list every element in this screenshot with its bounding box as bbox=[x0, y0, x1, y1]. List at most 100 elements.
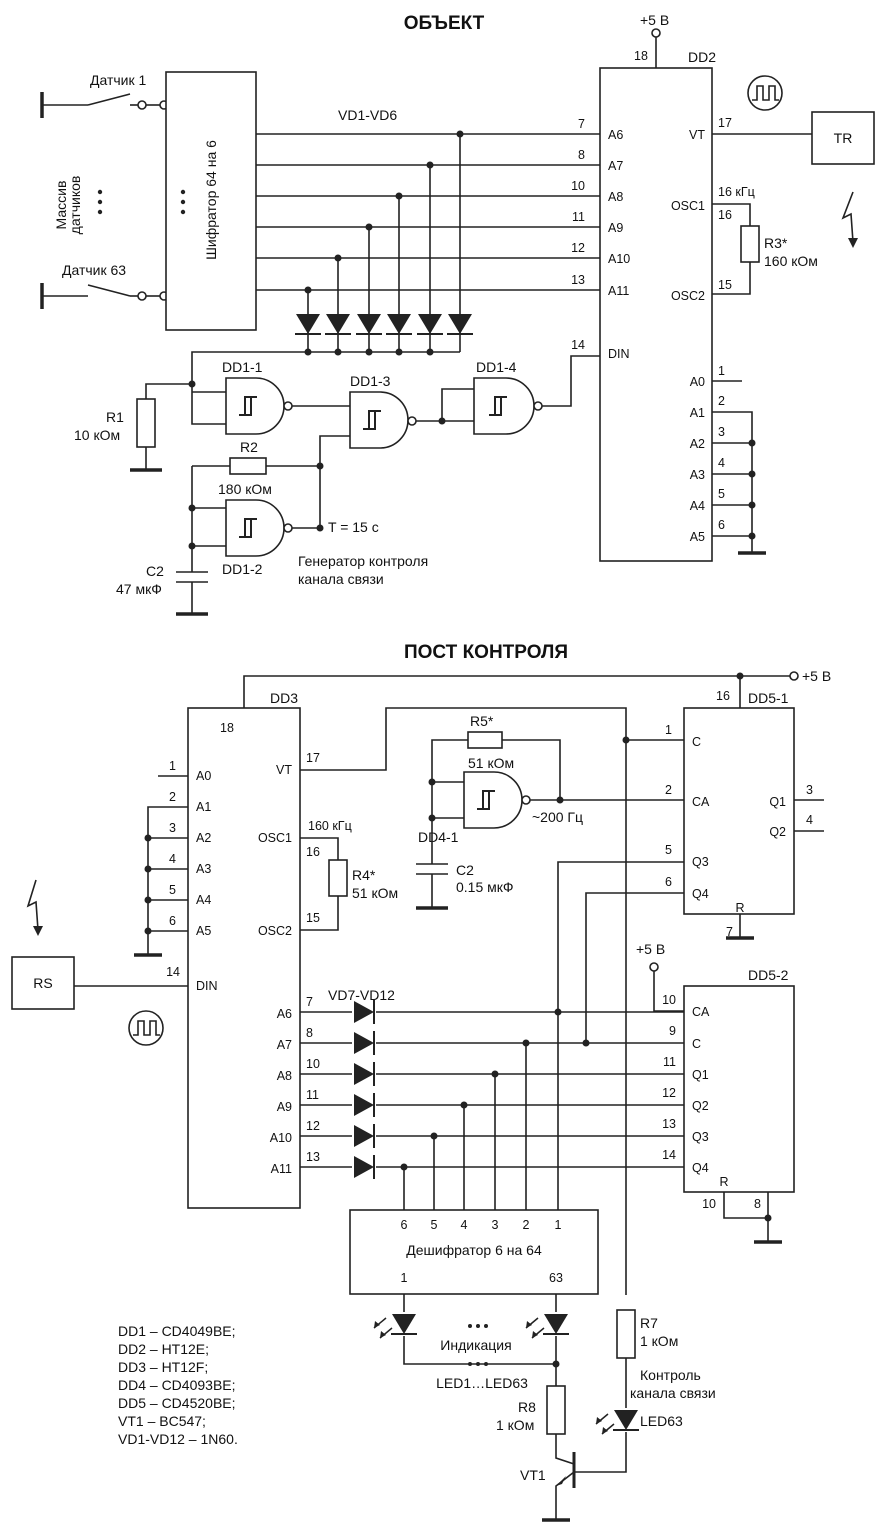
svg-text:1: 1 bbox=[555, 1218, 562, 1232]
svg-text:OSC1: OSC1 bbox=[671, 199, 705, 213]
svg-text:DD1 – CD4049BE;: DD1 – CD4049BE; bbox=[118, 1323, 236, 1339]
svg-text:14: 14 bbox=[662, 1148, 676, 1162]
svg-text:5: 5 bbox=[718, 487, 725, 501]
svg-text:A10: A10 bbox=[270, 1131, 292, 1145]
svg-text:A11: A11 bbox=[608, 284, 629, 298]
c2-name: C2 bbox=[146, 563, 164, 579]
svg-text:2: 2 bbox=[523, 1218, 530, 1232]
array-ellipsis bbox=[97, 189, 103, 215]
svg-text:Q2: Q2 bbox=[692, 1099, 709, 1113]
r7-resistor bbox=[616, 1309, 636, 1359]
gen-label-1: Генератор контроля bbox=[298, 553, 428, 569]
rs-label: RS bbox=[33, 975, 52, 991]
svg-text:A11: A11 bbox=[271, 1162, 292, 1176]
r7-value: 1 кОм bbox=[640, 1333, 678, 1349]
svg-text:Q2: Q2 bbox=[769, 825, 786, 839]
decoder-inputs: 6 5 4 3 2 1 bbox=[401, 1218, 562, 1232]
svg-text:DD3 – HT12F;: DD3 – HT12F; bbox=[118, 1359, 208, 1375]
svg-text:17: 17 bbox=[306, 751, 320, 765]
svg-text:1: 1 bbox=[665, 723, 672, 737]
svg-text:9: 9 bbox=[669, 1024, 676, 1038]
r8-resistor bbox=[546, 1385, 566, 1435]
svg-text:VT: VT bbox=[276, 763, 292, 777]
dd1-3-label: DD1-3 bbox=[350, 373, 391, 389]
gen-label-2: канала связи bbox=[298, 571, 384, 587]
svg-text:OSC1: OSC1 bbox=[258, 831, 292, 845]
svg-text:R: R bbox=[735, 901, 744, 915]
dd3-name: DD3 bbox=[270, 690, 298, 706]
r2-name: R2 bbox=[240, 439, 258, 455]
svg-text:A1: A1 bbox=[196, 800, 211, 814]
r5-resistor bbox=[467, 731, 503, 749]
dd1-3-gate bbox=[349, 391, 409, 449]
svg-text:2: 2 bbox=[665, 783, 672, 797]
rx-signal-icon bbox=[26, 879, 43, 936]
r5-value: 51 кОм bbox=[468, 755, 514, 771]
svg-text:13: 13 bbox=[662, 1117, 676, 1131]
ctrl-label-2: канала связи bbox=[630, 1385, 716, 1401]
svg-text:DIN: DIN bbox=[196, 979, 218, 993]
svg-text:A4: A4 bbox=[690, 499, 705, 513]
dd1-1-label: DD1-1 bbox=[222, 359, 263, 375]
svg-text:15: 15 bbox=[718, 278, 732, 292]
encoder-ellipsis bbox=[180, 189, 186, 215]
svg-text:3: 3 bbox=[806, 783, 813, 797]
r5-name: R5* bbox=[470, 713, 494, 729]
title-object: ОБЪЕКТ bbox=[404, 13, 485, 34]
svg-text:10: 10 bbox=[306, 1057, 320, 1071]
r1-name: R1 bbox=[106, 409, 124, 425]
svg-text:8: 8 bbox=[578, 148, 585, 162]
svg-text:12: 12 bbox=[571, 241, 585, 255]
c2-value: 47 мкФ bbox=[116, 581, 162, 597]
svg-text:A3: A3 bbox=[690, 468, 705, 482]
led63-rays-icon bbox=[595, 1413, 615, 1435]
svg-text:OSC2: OSC2 bbox=[258, 924, 292, 938]
dd2-box bbox=[599, 67, 713, 562]
svg-text:Q4: Q4 bbox=[692, 1161, 709, 1175]
indication-label: Индикация bbox=[440, 1337, 511, 1353]
svg-text:4: 4 bbox=[806, 813, 813, 827]
svg-text:5: 5 bbox=[431, 1218, 438, 1232]
svg-text:6: 6 bbox=[169, 914, 176, 928]
ctrl-label-1: Контроль bbox=[640, 1367, 701, 1383]
dd3-vcc-pin: 18 bbox=[220, 721, 234, 735]
svg-text:4: 4 bbox=[461, 1218, 468, 1232]
r1-value: 10 кОм bbox=[74, 427, 120, 443]
svg-text:14: 14 bbox=[571, 338, 585, 352]
svg-text:6: 6 bbox=[401, 1218, 408, 1232]
svg-text:16: 16 bbox=[306, 845, 320, 859]
period-label: T = 15 с bbox=[328, 519, 379, 535]
svg-text:A7: A7 bbox=[277, 1038, 292, 1052]
svg-text:12: 12 bbox=[662, 1086, 676, 1100]
svg-text:A5: A5 bbox=[196, 924, 211, 938]
svg-text:A3: A3 bbox=[196, 862, 211, 876]
r4-value: 51 кОм bbox=[352, 885, 398, 901]
dd5-2-vcc: +5 В bbox=[636, 941, 665, 957]
svg-text:13: 13 bbox=[306, 1150, 320, 1164]
bus-label: VD1-VD6 bbox=[338, 107, 397, 123]
sensor63-label: Датчик 63 bbox=[62, 262, 126, 278]
r2-value: 180 кОм bbox=[218, 481, 272, 497]
svg-text:8: 8 bbox=[306, 1026, 313, 1040]
dd1-2-gate bbox=[225, 499, 285, 557]
svg-text:CA: CA bbox=[692, 795, 710, 809]
led63-label: LED63 bbox=[640, 1413, 683, 1429]
indication-ellipsis bbox=[468, 1324, 488, 1366]
svg-text:A2: A2 bbox=[690, 437, 705, 451]
dd5-2-box bbox=[683, 985, 795, 1193]
r7-name: R7 bbox=[640, 1315, 658, 1331]
c2-post-value: 0.15 мкФ bbox=[456, 879, 514, 895]
r2-resistor bbox=[229, 457, 267, 475]
r3-resistor bbox=[740, 225, 760, 263]
r8-value: 1 кОм bbox=[496, 1417, 534, 1433]
svg-text:11: 11 bbox=[306, 1088, 319, 1102]
svg-text:A4: A4 bbox=[196, 893, 211, 907]
svg-text:A9: A9 bbox=[608, 221, 623, 235]
svg-text:2: 2 bbox=[718, 394, 725, 408]
svg-text:6: 6 bbox=[665, 875, 672, 889]
svg-text:7: 7 bbox=[578, 117, 585, 131]
svg-text:Q1: Q1 bbox=[769, 795, 786, 809]
dd1-1-gate bbox=[225, 377, 285, 435]
